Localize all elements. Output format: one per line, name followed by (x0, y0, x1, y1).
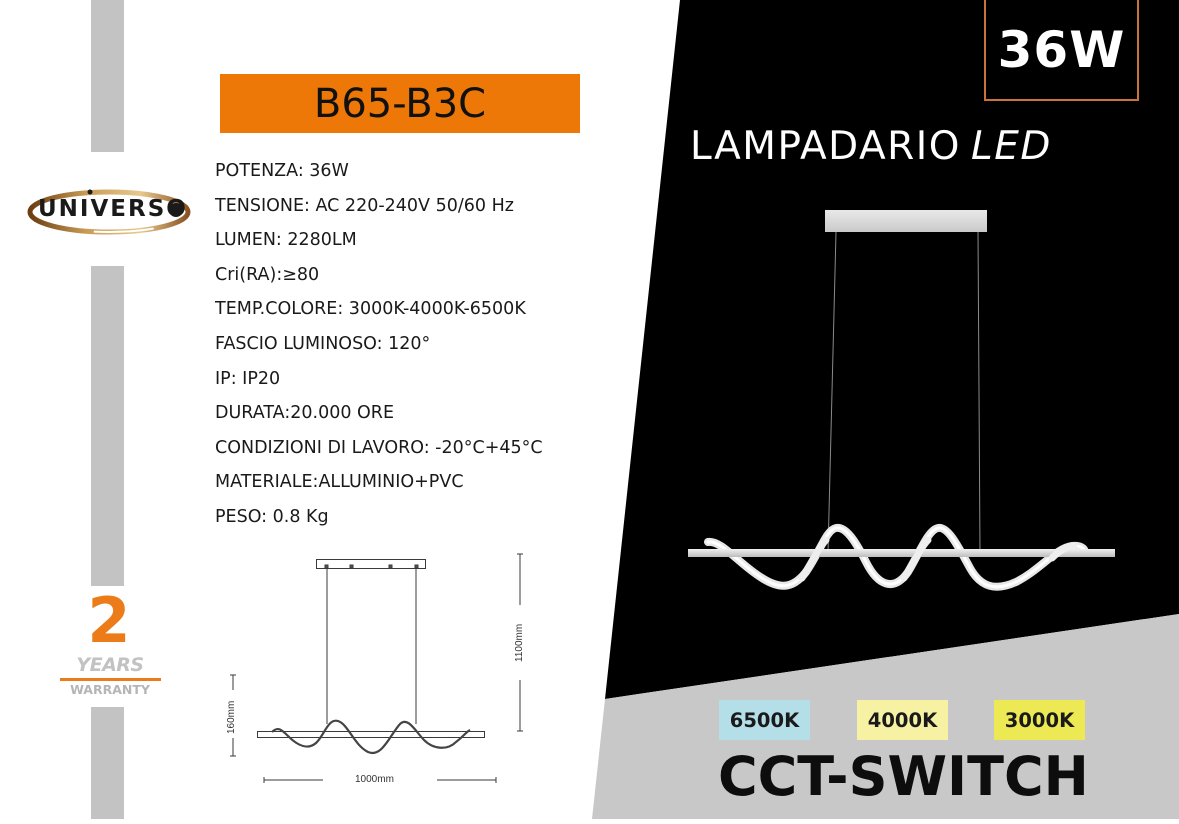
spec-lifetime: DURATA:20.000 ORE (215, 403, 395, 424)
side-bar-segment-top (91, 0, 124, 152)
cct-switch-label: CCT-SWITCH (718, 745, 1089, 808)
wattage-value: 36W (997, 20, 1126, 79)
spec-ip: IP: IP20 (215, 368, 281, 389)
spec-power: POTENZA: 36W (215, 161, 349, 181)
model-number: B65-B3C (313, 80, 487, 127)
title-led: LED (970, 124, 1052, 169)
warranty-label: WARRANTY (70, 682, 150, 697)
spec-working-conditions: CONDIZIONI DI LAVORO: -20°C+45°C (215, 437, 543, 458)
spec-list: POTENZA: 36W TENSIONE: AC 220-240V 50/60… (215, 154, 543, 535)
cct-badge-4000k: 4000K (857, 700, 948, 740)
warranty-years-label: YEARS (76, 654, 144, 676)
side-bar-segment-middle (91, 266, 124, 586)
cct-badge-label: 4000K (867, 708, 938, 732)
spec-weight: PESO: 0.8 Kg (215, 506, 329, 527)
spec-beam-angle: FASCIO LUMINOSO: 120° (215, 333, 431, 354)
brand-name: UNIVERSO (38, 196, 188, 222)
warranty-divider (60, 678, 161, 681)
warranty-bg (80, 593, 140, 653)
wattage-badge: 36W (984, 0, 1139, 101)
cct-badge-6500k: 6500K (719, 700, 810, 740)
model-badge: B65-B3C (220, 74, 580, 133)
spec-cri: Cri(RA):≥80 (215, 264, 320, 285)
title-main: LAMPADARIO (690, 124, 961, 169)
spec-color-temp: TEMP.COLORE: 3000K-4000K-6500K (215, 299, 526, 320)
spec-voltage: TENSIONE: AC 220-240V 50/60 Hz (215, 195, 514, 216)
cct-badge-label: 6500K (729, 708, 800, 732)
logo-swoosh-icon (27, 189, 191, 235)
lamp-photo (688, 210, 1115, 591)
dim-width-label: 1000mm (355, 774, 394, 785)
lamp-outline-icon (230, 553, 523, 783)
spec-material: MATERIALE:ALLUMINIO+PVC (215, 472, 464, 493)
dimension-drawing: 1100mm 160mm 1000mm (220, 540, 540, 819)
spec-lumen: LUMEN: 2280LM (215, 230, 357, 251)
warranty-number: 2 (87, 584, 131, 657)
dim-height-label: 1100mm (514, 623, 525, 662)
cct-badge-3000k: 3000K (994, 700, 1085, 740)
brand-logo: UNIVERSO (26, 180, 192, 240)
side-bar-segment-bottom (91, 707, 124, 819)
dim-body-height-label: 160mm (226, 700, 237, 734)
cct-badge-label: 3000K (1004, 708, 1075, 732)
